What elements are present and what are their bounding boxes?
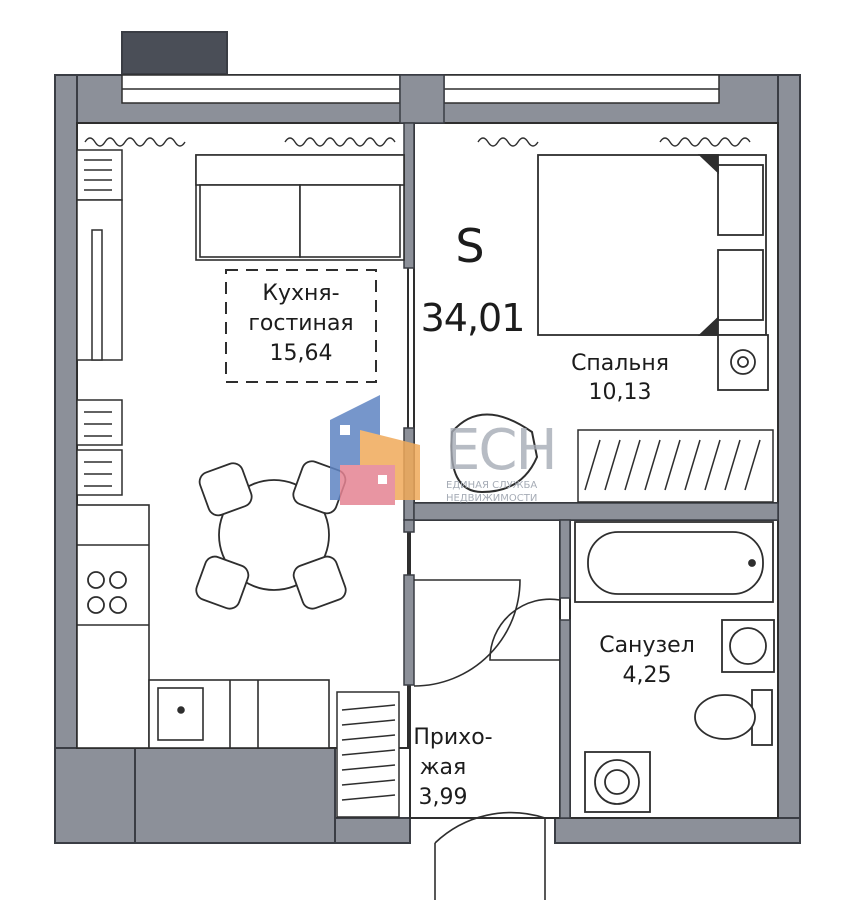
watermark-line1: ЕДИНАЯ СЛУЖБА — [446, 480, 538, 491]
total-area-letter: S — [455, 219, 485, 273]
sofa — [195, 154, 405, 261]
room-name: Санузел — [599, 633, 695, 658]
watermark-logo — [330, 395, 420, 505]
room-name: Спальня — [571, 351, 669, 376]
dining-table — [195, 460, 347, 610]
room-area: 10,13 — [588, 380, 652, 405]
room-name: Кухня- — [262, 281, 340, 306]
room-name: Прихо- — [413, 725, 493, 750]
kitchen-counter — [76, 504, 330, 749]
door-swings — [413, 579, 561, 900]
bathroom-fixtures — [584, 619, 775, 813]
total-area-value: 34,01 — [420, 296, 526, 340]
hall-closet — [336, 691, 400, 818]
watermark-line2: НЕДВИЖИМОСТИ — [446, 493, 538, 504]
left-wall-cabinets — [76, 149, 123, 496]
room-name: гостиная — [248, 311, 354, 336]
bathtub — [574, 521, 774, 603]
room-area: 4,25 — [622, 663, 672, 688]
curtains — [84, 137, 751, 147]
room-area: 15,64 — [269, 341, 333, 366]
watermark-logo-text: ЕСН — [445, 418, 558, 483]
wardrobe — [577, 429, 774, 503]
room-area: 3,99 — [418, 785, 468, 810]
windows — [121, 74, 720, 104]
bed — [537, 154, 769, 391]
armchair — [450, 413, 539, 494]
stove — [87, 571, 127, 614]
rug — [225, 269, 377, 383]
room-name: жая — [419, 755, 467, 780]
